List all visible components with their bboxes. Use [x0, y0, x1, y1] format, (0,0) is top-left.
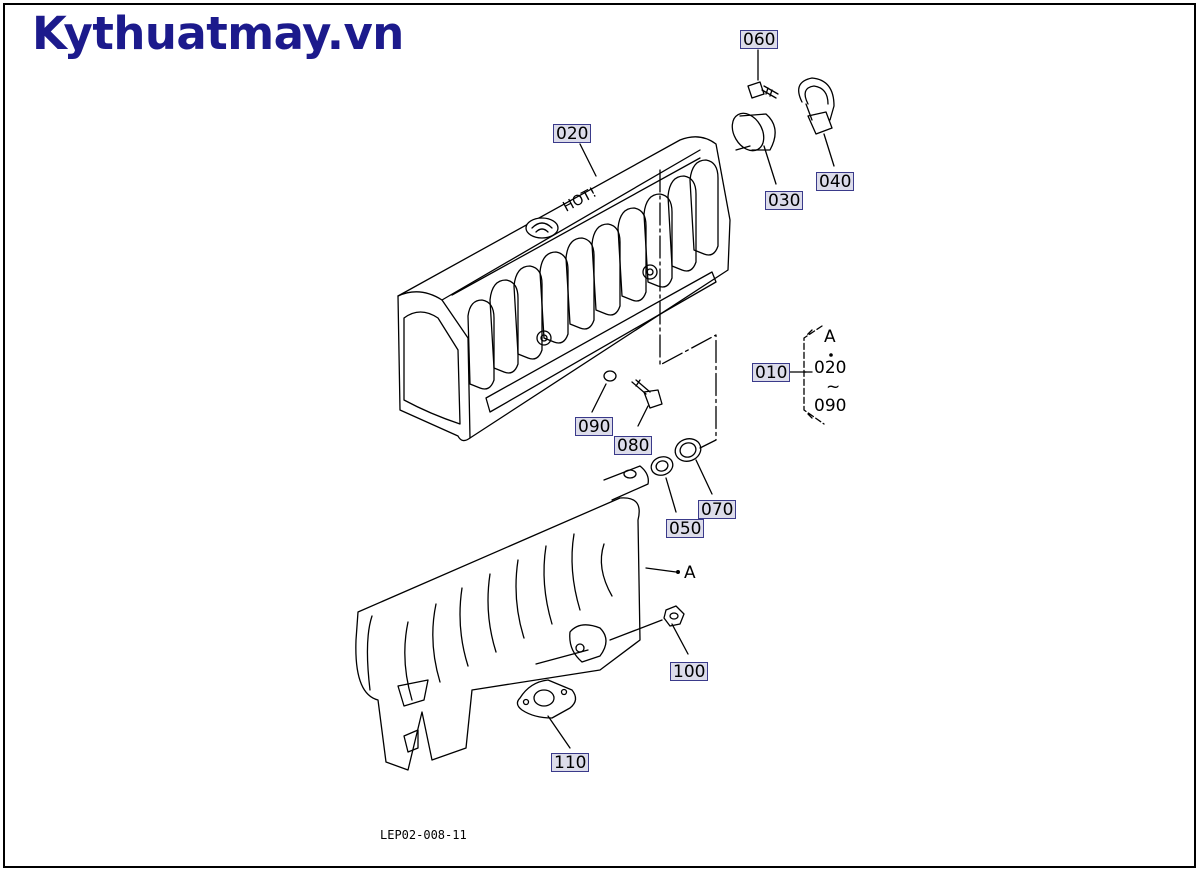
diagram-frame: [3, 3, 1196, 868]
assembly-note-ref: A: [824, 327, 836, 347]
nut-100: [663, 605, 685, 627]
muffler-body: [355, 465, 649, 771]
part-label-100[interactable]: 100: [670, 662, 709, 682]
muffler-ribs: [404, 533, 613, 701]
assembly-note-to: 090: [814, 396, 847, 416]
flange-gasket-110: [516, 679, 577, 719]
muffler-cover: [397, 136, 731, 442]
part-label-040[interactable]: 040: [816, 172, 855, 192]
cover-ribs: [467, 159, 719, 390]
ref-marker-a: A: [684, 563, 696, 583]
gasket-050: [650, 456, 674, 476]
part-label-020[interactable]: 020: [553, 124, 592, 144]
site-title: Kythuatmay.vn: [32, 7, 404, 60]
assembly-bracket: [803, 325, 825, 425]
pipe-clamp: [798, 77, 835, 135]
assembly-note-from: 020: [814, 358, 847, 378]
leader-lines: [535, 49, 835, 749]
bolt-080: [631, 379, 663, 409]
ref-point-dot: [676, 570, 680, 574]
tail-pipe: [731, 112, 776, 152]
drawing-code: LEP02-008-11: [380, 828, 467, 842]
part-label-030[interactable]: 030: [765, 191, 804, 211]
seal-ring-070: [674, 438, 702, 462]
washer-090: [603, 370, 617, 382]
assembly-note-tilde: ~: [826, 377, 841, 397]
part-label-050[interactable]: 050: [666, 519, 705, 539]
part-label-070[interactable]: 070: [698, 500, 737, 520]
part-label-010[interactable]: 010: [752, 363, 791, 383]
part-label-110[interactable]: 110: [551, 753, 590, 773]
bolt-060: [747, 81, 779, 99]
assembly-note-dot: [829, 353, 833, 357]
part-label-060[interactable]: 060: [740, 30, 779, 50]
part-label-080[interactable]: 080: [614, 436, 653, 456]
part-label-090[interactable]: 090: [575, 417, 614, 437]
